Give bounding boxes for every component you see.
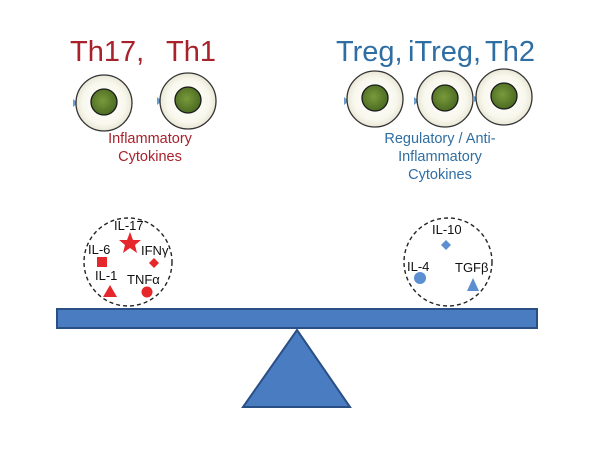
- cytokine-label-il17: IL-17: [114, 218, 144, 233]
- cell-icon-th17: [73, 74, 133, 132]
- cytokine-label-il10: IL-10: [432, 222, 462, 237]
- regulatory-caption-line: Regulatory / Anti-: [384, 131, 496, 147]
- il6-square-icon: [97, 257, 107, 267]
- cytokine-label-ifng: IFNγ: [141, 243, 169, 258]
- balance-beam: [56, 308, 538, 329]
- cell-label-itreg: iTreg,: [408, 36, 482, 68]
- inflammatory-caption: Inflammatory Cytokines: [60, 130, 240, 166]
- balance-fulcrum: [241, 328, 352, 408]
- il1-triangle-icon: [103, 285, 117, 297]
- cytokine-label-il6: IL-6: [88, 242, 110, 257]
- regulatory-cytokine-basket: IL-10 IL-4 TGFβ: [403, 217, 493, 307]
- regulatory-caption-line: Inflammatory: [398, 149, 482, 165]
- ifng-diamond-icon: [149, 258, 159, 268]
- cytokine-label-il1: IL-1: [95, 268, 117, 283]
- regulatory-caption-line: Cytokines: [408, 167, 472, 183]
- inflammatory-caption-line: Cytokines: [118, 149, 182, 165]
- cell-icon-th2: [473, 68, 533, 126]
- cell-label-th1: Th1: [166, 36, 216, 68]
- cell-icon-treg: [344, 70, 404, 128]
- cell-label-treg: Treg,: [336, 36, 403, 68]
- inflammatory-cytokine-basket: IL-17 IL-6 IFNγ IL-1 TNFα: [83, 217, 173, 307]
- regulatory-caption: Regulatory / Anti- Inflammatory Cytokine…: [350, 130, 530, 184]
- il17-star-icon: [119, 232, 141, 253]
- cytokine-label-tgfb: TGFβ: [455, 260, 488, 275]
- cytokine-label-tnfa: TNFα: [127, 272, 160, 287]
- inflammatory-caption-line: Inflammatory: [108, 131, 192, 147]
- tnfa-circle-icon: [141, 286, 153, 298]
- il4-circle-icon: [414, 272, 426, 284]
- cell-label-th17: Th17,: [70, 36, 145, 68]
- tgfb-triangle-icon: [467, 278, 479, 291]
- cell-icon-th1: [157, 72, 217, 130]
- il10-diamond-icon: [441, 240, 451, 250]
- cell-icon-itreg: [414, 70, 474, 128]
- cell-label-th2: Th2: [485, 36, 535, 68]
- cytokine-label-il4: IL-4: [407, 259, 429, 274]
